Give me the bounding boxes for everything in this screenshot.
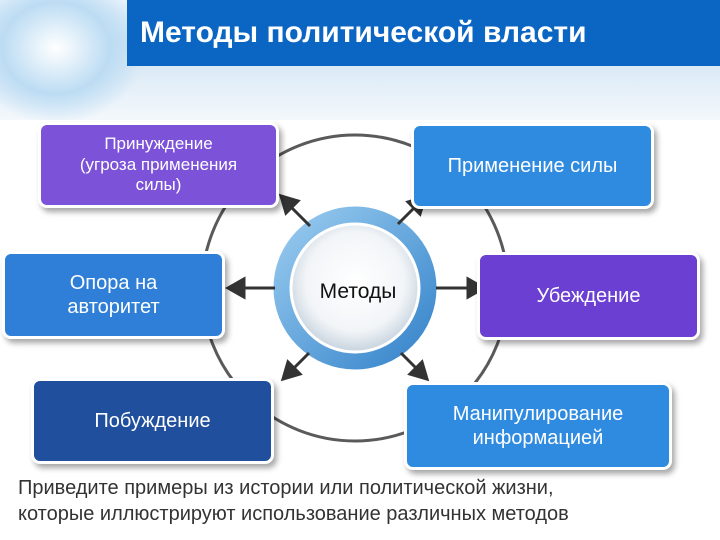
arrow-up-left-head	[278, 193, 301, 216]
arrow-down-right	[399, 351, 419, 371]
banner-decoration	[0, 0, 140, 120]
method-persuasion-label: Убеждение	[536, 285, 641, 307]
title-bar	[127, 0, 720, 66]
method-authority-label: Опора на авторитет	[67, 272, 160, 318]
arrow-left-head	[224, 276, 246, 300]
method-authority: Опора на авторитет	[2, 251, 225, 339]
method-manipulation: Манипулирование информацией	[404, 382, 672, 470]
method-coercion-label: Принуждение (угроза применения силы)	[79, 134, 238, 195]
arrow-down-right-head	[407, 359, 430, 382]
hub-label: Методы	[319, 280, 397, 303]
caption: Приведите примеры из истории или политич…	[18, 477, 569, 525]
method-coercion: Принуждение (угроза применения силы)	[38, 122, 279, 208]
arrow-down-left-head	[280, 359, 303, 382]
arrow-down-left	[291, 351, 311, 371]
method-inducement-label: Побуждение	[94, 410, 211, 432]
method-use-of-force: Применение силы	[411, 123, 654, 209]
method-use-of-force-label: Применение силы	[447, 155, 618, 177]
arrow-right-head	[466, 276, 488, 300]
hub-circle	[289, 222, 421, 354]
method-inducement: Побуждение	[31, 378, 274, 464]
method-manipulation-label: Манипулирование информацией	[452, 403, 624, 449]
slide-title: Методы политической власти	[140, 16, 587, 49]
arrow-up-left	[288, 204, 312, 228]
method-persuasion: Убеждение	[477, 252, 700, 340]
